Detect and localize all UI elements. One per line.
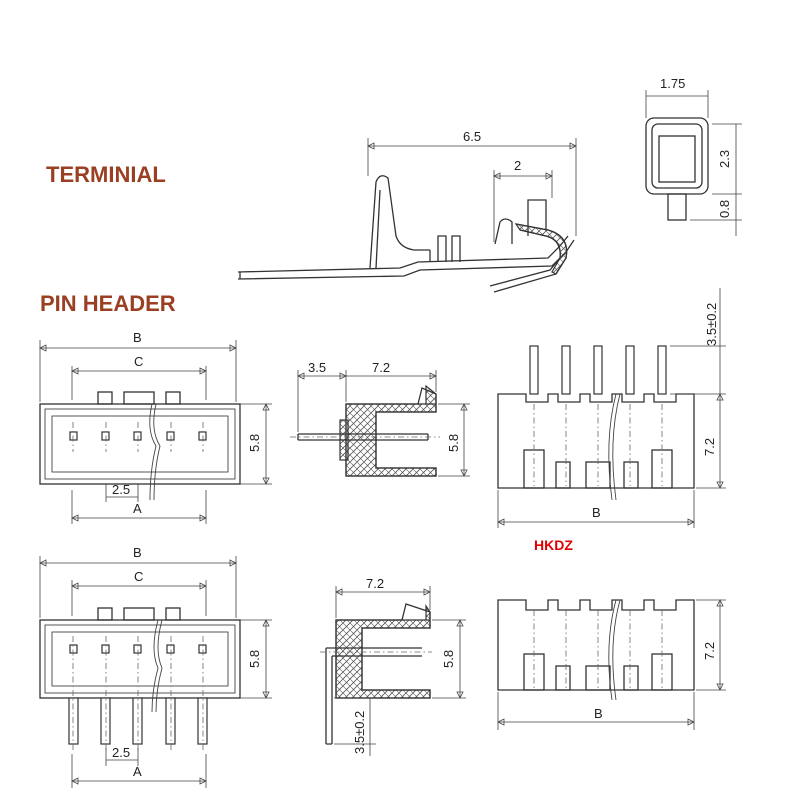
header-bottom-side-view: 7.2 5.8 3.5±0.2 <box>320 576 466 756</box>
dim-bottom-pin-length: 3.5±0.2 <box>352 711 367 754</box>
dim-bottom-b: B <box>133 545 142 560</box>
dim-top-b: B <box>133 330 142 345</box>
dim-bottom-back-b: B <box>594 706 603 721</box>
dim-crimp-length: 2 <box>514 158 521 173</box>
terminal-heading: TERMINIAL <box>46 162 166 187</box>
terminal-side-view: 6.5 2 <box>237 129 577 293</box>
dim-top-pitch: 2.5 <box>112 482 130 497</box>
dim-bottom-side-depth: 7.2 <box>366 576 384 591</box>
dim-top-side-depth: 7.2 <box>372 360 390 375</box>
dim-bottom-pitch: 2.5 <box>112 745 130 760</box>
dim-top-back-height: 7.2 <box>702 438 717 456</box>
dim-top-pin-length: 3.5±0.2 <box>704 303 719 346</box>
dim-bottom-back-height: 7.2 <box>702 642 717 660</box>
dim-top-c: C <box>134 354 143 369</box>
pin-header-heading: PIN HEADER <box>40 291 176 316</box>
dim-bottom-c: C <box>134 569 143 584</box>
dim-top-side-height: 5.8 <box>446 434 461 452</box>
header-top-side-view: 3.5 7.2 5.8 <box>290 360 470 477</box>
header-bottom-back-view: 7.2 B <box>497 599 726 730</box>
watermark-text: HKDZ <box>534 537 573 553</box>
dim-terminal-width: 1.75 <box>660 76 685 91</box>
dim-terminal-height: 2.3 <box>717 150 732 168</box>
dim-top-a: A <box>133 501 142 516</box>
dim-bottom-side-height: 5.8 <box>441 650 456 668</box>
header-top-back-view: 3.5±0.2 7.2 B <box>497 288 726 528</box>
header-top-front-view: B C 2.5 A 5.8 <box>39 330 272 524</box>
dim-terminal-tab: 0.8 <box>717 200 732 218</box>
terminal-front-view: 1.75 2.3 0.8 <box>645 76 742 236</box>
dim-bottom-a: A <box>133 764 142 779</box>
dim-bottom-height: 5.8 <box>247 650 262 668</box>
dim-top-side-pin: 3.5 <box>308 360 326 375</box>
header-bottom-front-view: B C 2.5 A 5.8 <box>39 545 272 788</box>
dim-top-height: 5.8 <box>247 434 262 452</box>
dim-top-back-b: B <box>592 505 601 520</box>
dim-terminal-length: 6.5 <box>463 129 481 144</box>
